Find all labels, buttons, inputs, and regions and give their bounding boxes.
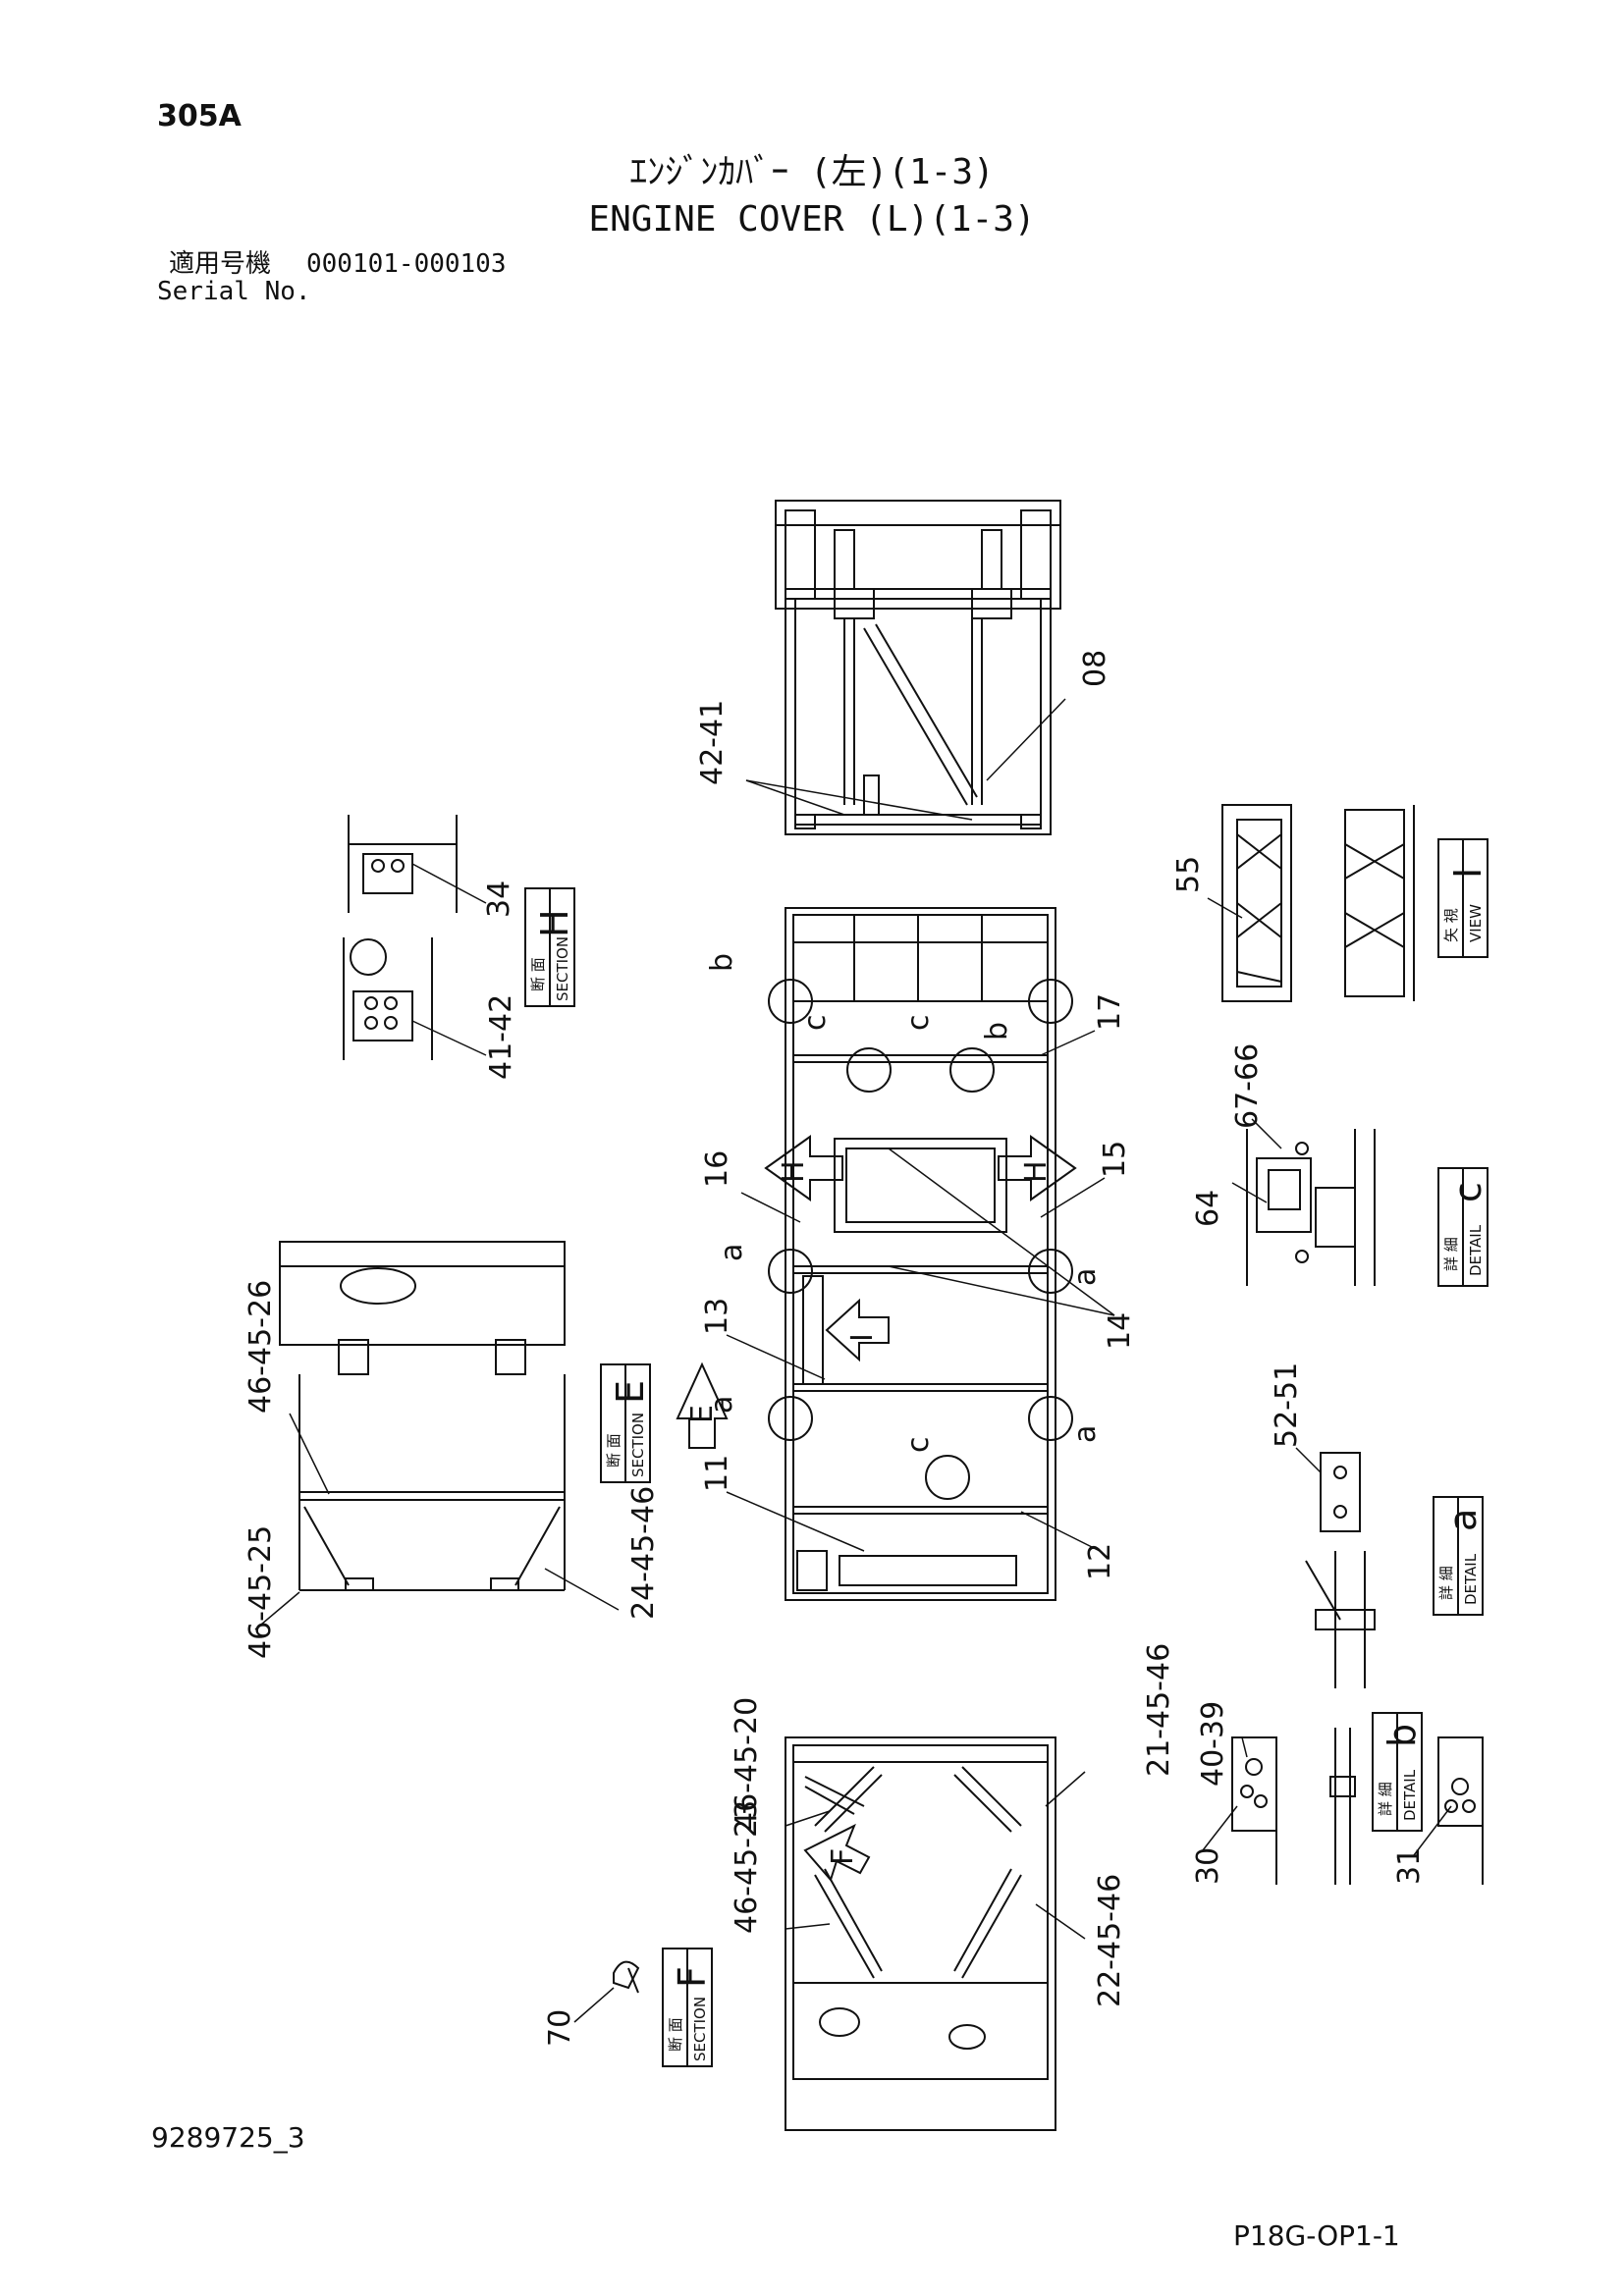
- main-frame-view: [676, 907, 1077, 1601]
- view-i-detail: [1221, 804, 1415, 1002]
- marker-c-2: c: [901, 1015, 936, 1032]
- section-f-letter: F: [671, 1966, 714, 1988]
- page-code: 305A: [157, 99, 242, 133]
- callout-30: 30: [1191, 1847, 1225, 1885]
- title-japanese: ｴﾝｼﾞﾝｶﾊﾞｰ (左)(1-3): [629, 152, 995, 192]
- part-70-clip: [613, 1960, 640, 1994]
- label-boxes: [524, 838, 1489, 2067]
- detail-c-view: [1246, 1129, 1376, 1286]
- detail-c-jp: 詳 細: [1442, 1237, 1460, 1271]
- callout-42-41: 42-41: [695, 700, 730, 785]
- callout-55: 55: [1171, 856, 1206, 893]
- arrow-label-f: F: [826, 1848, 860, 1865]
- detail-c-letter: c: [1446, 1182, 1489, 1202]
- callout-22-45-46: 22-45-46: [1093, 1874, 1127, 2007]
- detail-b-view: [1231, 1728, 1484, 1885]
- detail-a-en: DETAIL: [1462, 1553, 1480, 1605]
- callout-31: 31: [1392, 1847, 1427, 1885]
- leader-lines: [254, 698, 1452, 2023]
- page-reference: P18G-OP1-1: [1233, 2219, 1400, 2252]
- view-i-en: VIEW: [1467, 904, 1485, 942]
- callout-24-45-46: 24-45-46: [626, 1486, 661, 1620]
- section-f-en: SECTION: [691, 1997, 709, 2061]
- callout-labels: 08 42-41 34 41-42 55 17 16 15 14 13 11 1…: [244, 650, 1427, 2047]
- title-english: ENGINE COVER (L)(1-3): [588, 199, 1036, 240]
- arrow-label-h-2: H: [1019, 1160, 1054, 1183]
- callout-13: 13: [700, 1298, 734, 1335]
- marker-c-1: c: [798, 1015, 833, 1032]
- arrow-label-i: I: [845, 1333, 880, 1342]
- marker-a-1: a: [715, 1244, 749, 1261]
- callout-46-45-20: 46-45-20: [730, 1697, 764, 1831]
- document-number: 9289725_3: [151, 2121, 305, 2154]
- section-h-detail: [343, 815, 458, 1060]
- letter-markers: b b c c c a a a a H H I E F: [685, 953, 1103, 1865]
- callout-12: 12: [1083, 1543, 1117, 1580]
- callout-17: 17: [1093, 993, 1127, 1031]
- callout-46-45-25: 46-45-25: [244, 1525, 278, 1659]
- section-f-detail: [785, 1736, 1056, 2131]
- detail-c-en: DETAIL: [1467, 1224, 1485, 1276]
- callout-34: 34: [482, 881, 516, 918]
- callout-46-45-26: 46-45-26: [244, 1280, 278, 1414]
- callout-40-39: 40-39: [1196, 1701, 1230, 1787]
- marker-a-2: a: [1068, 1268, 1103, 1286]
- detail-b-jp: 詳 細: [1377, 1782, 1394, 1816]
- callout-08: 08: [1078, 650, 1112, 687]
- callout-41-42: 41-42: [484, 994, 518, 1080]
- serial-label-japanese: 適用号機: [169, 249, 272, 279]
- callout-21-45-46: 21-45-46: [1142, 1643, 1176, 1777]
- marker-a-4: a: [1068, 1425, 1103, 1443]
- detail-b-letter: b: [1380, 1724, 1424, 1747]
- section-e-letter: E: [609, 1380, 652, 1404]
- callout-64: 64: [1191, 1190, 1225, 1227]
- arrow-label-h-1: H: [777, 1160, 811, 1183]
- callout-52-51: 52-51: [1270, 1362, 1304, 1448]
- section-h-jp: 断 面: [529, 957, 547, 991]
- callout-11: 11: [700, 1455, 734, 1492]
- section-e-en: SECTION: [629, 1413, 647, 1477]
- section-e-jp: 断 面: [605, 1433, 623, 1468]
- detail-a-view: [1305, 1452, 1376, 1688]
- box-labels: 断 面 SECTION H 断 面 SECTION E 断 面 SECTION …: [529, 868, 1489, 2061]
- callout-16: 16: [700, 1150, 734, 1188]
- detail-a-letter: a: [1441, 1509, 1485, 1531]
- callout-46-45-23: 46-45-23: [730, 1800, 764, 1934]
- marker-b-2: b: [980, 1022, 1014, 1041]
- callout-14: 14: [1103, 1312, 1137, 1350]
- marker-b-1: b: [705, 953, 739, 972]
- view-i-jp: 矢 視: [1442, 908, 1460, 942]
- top-frame-view: [775, 500, 1061, 835]
- section-e-detail: [279, 1241, 566, 1591]
- callout-67-66: 67-66: [1230, 1043, 1265, 1129]
- callout-15: 15: [1098, 1141, 1132, 1178]
- section-f-jp: 断 面: [667, 2017, 684, 2052]
- section-h-letter: H: [533, 909, 576, 937]
- marker-c-3: c: [901, 1437, 936, 1454]
- serial-range: 000101-000103: [306, 249, 507, 279]
- arrow-label-e: E: [685, 1405, 720, 1423]
- serial-label-english: Serial No.: [157, 277, 311, 306]
- callout-70: 70: [543, 2009, 577, 2047]
- view-i-letter: I: [1446, 868, 1489, 879]
- detail-b-en: DETAIL: [1401, 1769, 1419, 1821]
- detail-a-jp: 詳 細: [1437, 1566, 1455, 1600]
- marker-a-3: a: [705, 1396, 739, 1414]
- section-h-en: SECTION: [554, 936, 571, 1001]
